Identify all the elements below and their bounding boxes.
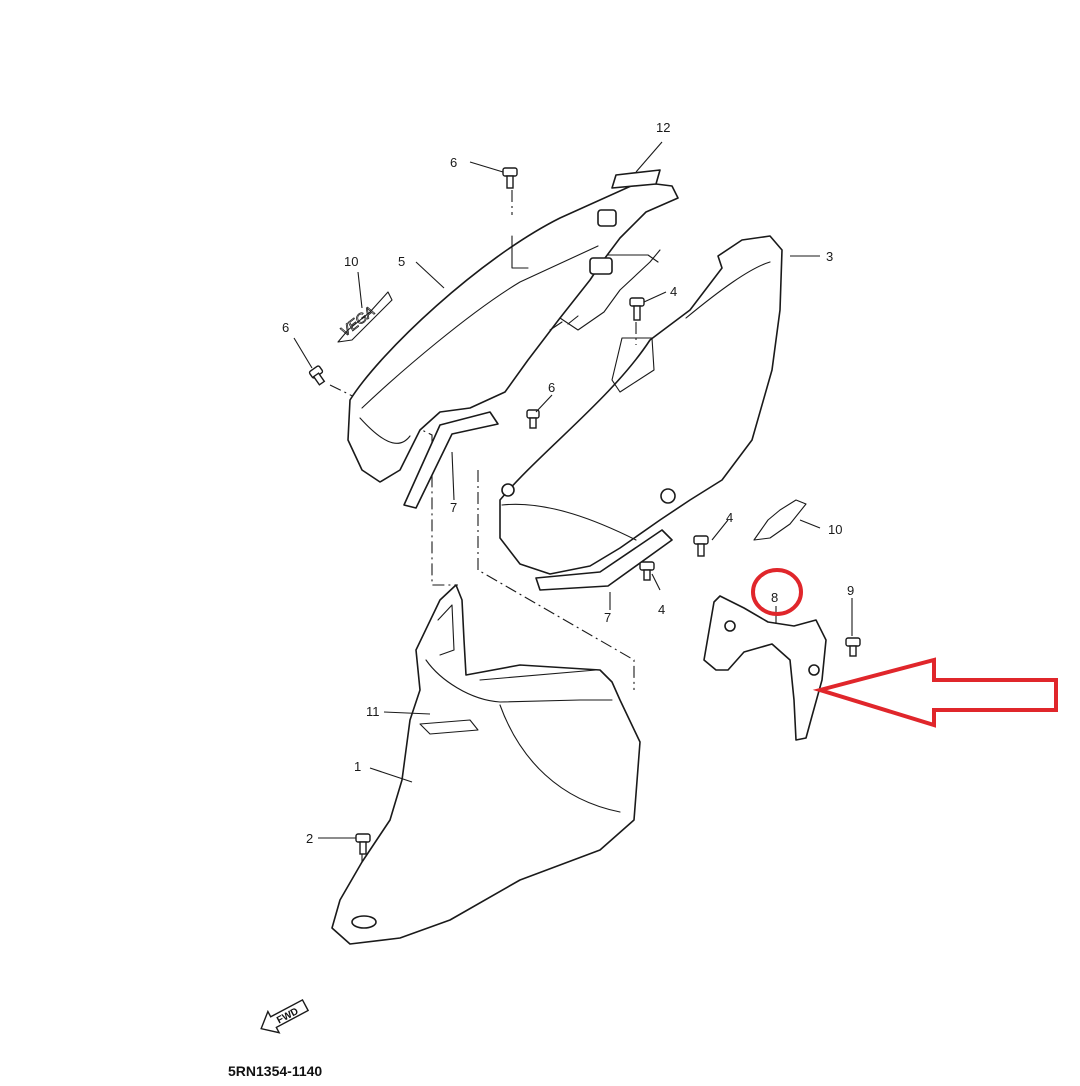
part-3-side-cover: [499, 235, 783, 575]
part-5-upper-rear-cover: [347, 181, 679, 483]
screw-6-mid: [526, 409, 540, 429]
callout-4-right: 4: [726, 510, 733, 525]
bolt-4-upper: [629, 297, 645, 321]
callout-12: 12: [656, 120, 670, 135]
part-1-leg-shield: [331, 584, 641, 945]
screw-6-top: [502, 167, 518, 189]
highlight-annotations: [751, 568, 1058, 728]
callout-11: 11: [366, 704, 380, 719]
callout-7-right: 7: [604, 610, 611, 625]
callout-3: 3: [826, 249, 833, 264]
screw-2: [355, 833, 371, 855]
part-12-label: [611, 141, 663, 189]
fwd-direction-badge: FWD: [260, 998, 310, 1034]
callout-2: 2: [306, 831, 313, 846]
screw-6-left: [308, 365, 326, 386]
callout-7-left: 7: [450, 500, 457, 515]
fasteners: [308, 167, 861, 855]
highlight-circle: [751, 568, 803, 616]
callout-8: 8: [771, 590, 778, 605]
callout-6-mid: 6: [548, 380, 555, 395]
callout-1: 1: [354, 759, 361, 774]
callout-4-upper: 4: [670, 284, 677, 299]
part-7-bands: [403, 411, 673, 591]
bolt-4-right: [693, 535, 709, 557]
callout-10-left: 10: [344, 254, 358, 269]
callout-6-left: 6: [282, 320, 289, 335]
callout-5: 5: [398, 254, 405, 269]
part-8-grab-bar: [703, 595, 827, 741]
highlight-arrow: [812, 657, 1058, 728]
leader-lines: [293, 161, 853, 839]
bolt-4-lower: [639, 561, 655, 581]
callout-6-top: 6: [450, 155, 457, 170]
bolt-9: [845, 637, 861, 657]
callout-labels: 12 6 10 5 3 4 6 6 7 4 10 8 9 4 7 11 1 2: [282, 120, 854, 846]
callout-10-right: 10: [828, 522, 842, 537]
callout-4-lower: 4: [658, 602, 665, 617]
part-code: 5RN1354-1140: [228, 1063, 322, 1079]
callout-9: 9: [847, 583, 854, 598]
fwd-label: FWD: [275, 1006, 300, 1026]
